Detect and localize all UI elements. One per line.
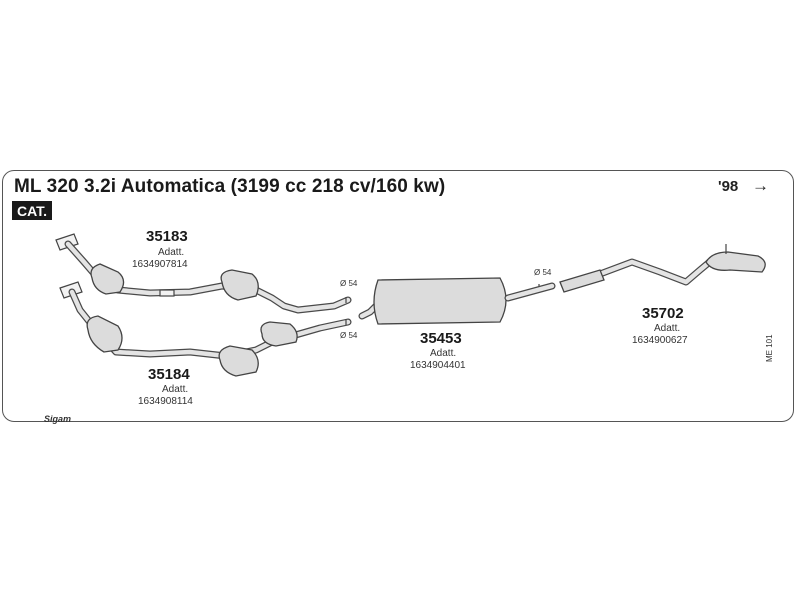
rear-muffler (559, 244, 766, 293)
center-muffler (358, 277, 556, 325)
part-ref-35184: 1634908114 (138, 396, 193, 407)
part-number-35702: 35702 (642, 305, 684, 322)
part-number-35184: 35184 (148, 366, 190, 383)
part-ref-35183: 1634907814 (132, 259, 188, 270)
part-note-35184: Adatt. (162, 384, 189, 395)
model-year: '98 (718, 178, 739, 195)
diameter-label: Ø 54 (534, 268, 552, 277)
part-note-35453: Adatt. (430, 348, 457, 359)
diameter-label: Ø 54 (340, 331, 358, 340)
cat-badge: CAT. (12, 201, 53, 220)
year-arrow-icon: → (752, 176, 769, 195)
front-pipe-upper (55, 233, 352, 314)
part-note-35183: Adatt. (158, 247, 185, 258)
front-pipe-lower (59, 281, 352, 377)
part-number-35183: 35183 (146, 228, 188, 245)
part-note-35702: Adatt. (654, 323, 681, 334)
brand-logo: Sigam (44, 414, 72, 424)
part-ref-35453: 1634904401 (410, 360, 466, 371)
diagram-code: ME 101 (765, 334, 774, 362)
part-number-35453: 35453 (420, 330, 462, 347)
part-ref-35702: 1634900627 (632, 335, 688, 346)
diameter-label: Ø 54 (340, 279, 358, 288)
vehicle-title: ML 320 3.2i Automatica (3199 cc 218 cv/1… (14, 176, 446, 197)
diagram-frame (2, 170, 794, 422)
